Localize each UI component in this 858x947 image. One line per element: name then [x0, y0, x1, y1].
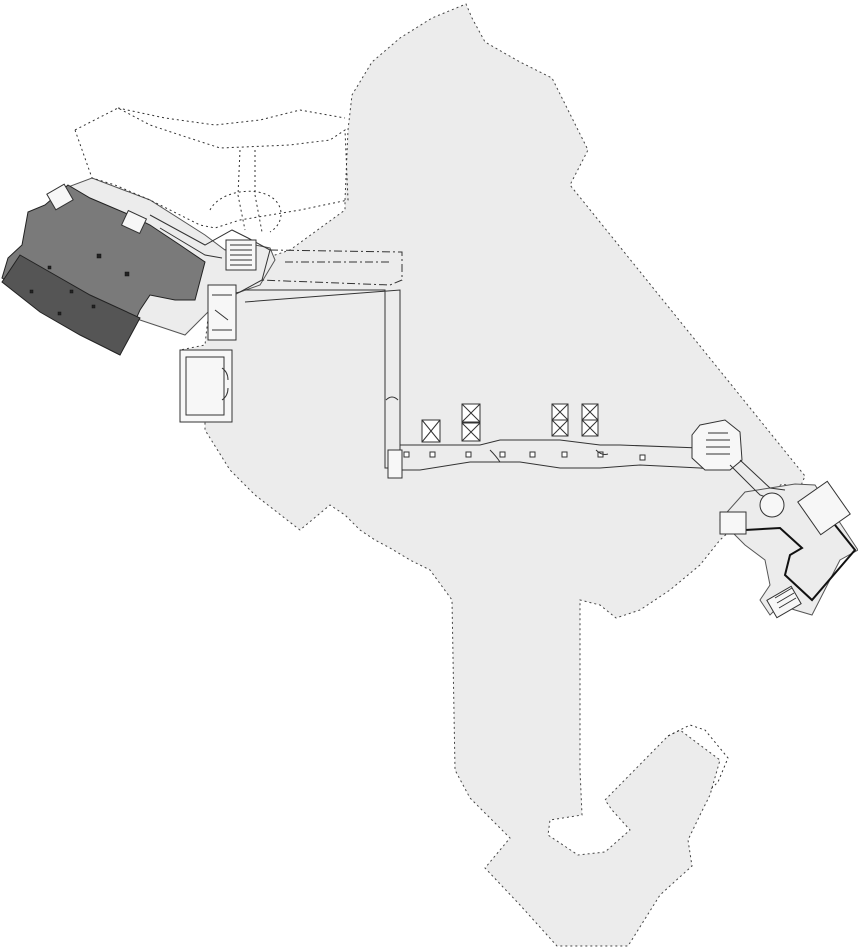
corridor-col-1 — [403, 451, 410, 458]
outline-north-dotted — [74, 107, 349, 229]
outline-drive-b — [254, 150, 263, 233]
outline-dashdot-north — [259, 249, 403, 286]
octagon-stair-tower — [691, 419, 743, 471]
elevator-core-b — [461, 403, 481, 442]
corridor-col-2 — [429, 451, 436, 458]
shaded-building-southwest-band — [1, 254, 141, 356]
site-boundary-main — [179, 3, 806, 947]
stair-northwest-b — [120, 209, 148, 235]
corridor-nw-link-inner — [159, 227, 223, 259]
outline-north-dotted-inner — [117, 107, 346, 126]
outline-drive-a — [237, 149, 246, 231]
elevator-core-a — [421, 419, 441, 443]
col-dark-d — [69, 289, 74, 294]
door-arc-3 — [595, 449, 609, 455]
elevator-core-c — [551, 403, 599, 437]
se-wing-block-north — [797, 480, 851, 536]
corridor-col-6 — [561, 451, 568, 458]
door-arc-4 — [221, 367, 229, 381]
col-dark-a — [96, 253, 102, 259]
col-dark-c — [47, 265, 52, 270]
site-ext-south-top — [667, 724, 729, 791]
corridor-east-west-bottom — [390, 461, 721, 471]
octagon-stair-treads — [706, 432, 730, 455]
corridor-nw-link — [149, 214, 271, 299]
se-junction-round — [759, 492, 785, 518]
col-dark-f — [29, 289, 34, 294]
col-dark-e — [91, 304, 96, 309]
corridor-end-west — [387, 449, 403, 479]
corridor-col-5 — [529, 451, 536, 458]
corridor-col-3 — [465, 451, 472, 458]
col-dark-g — [57, 311, 62, 316]
corridor-east-west-top — [400, 439, 701, 449]
corridor-col-4 — [499, 451, 506, 458]
door-arc-1 — [385, 396, 399, 401]
door-arc-5 — [221, 387, 229, 401]
room-west-central-inner — [185, 356, 225, 416]
se-stair-south — [766, 585, 802, 619]
door-arc-2 — [489, 449, 501, 463]
col-dark-b — [124, 271, 130, 277]
stair-core-west-lines — [230, 244, 252, 266]
se-wing-room-west — [719, 511, 747, 535]
room-west-small-detail — [212, 294, 232, 331]
stair-northwest-a — [46, 183, 74, 211]
room-west-small — [207, 284, 237, 341]
corridor-col-8 — [639, 454, 646, 461]
